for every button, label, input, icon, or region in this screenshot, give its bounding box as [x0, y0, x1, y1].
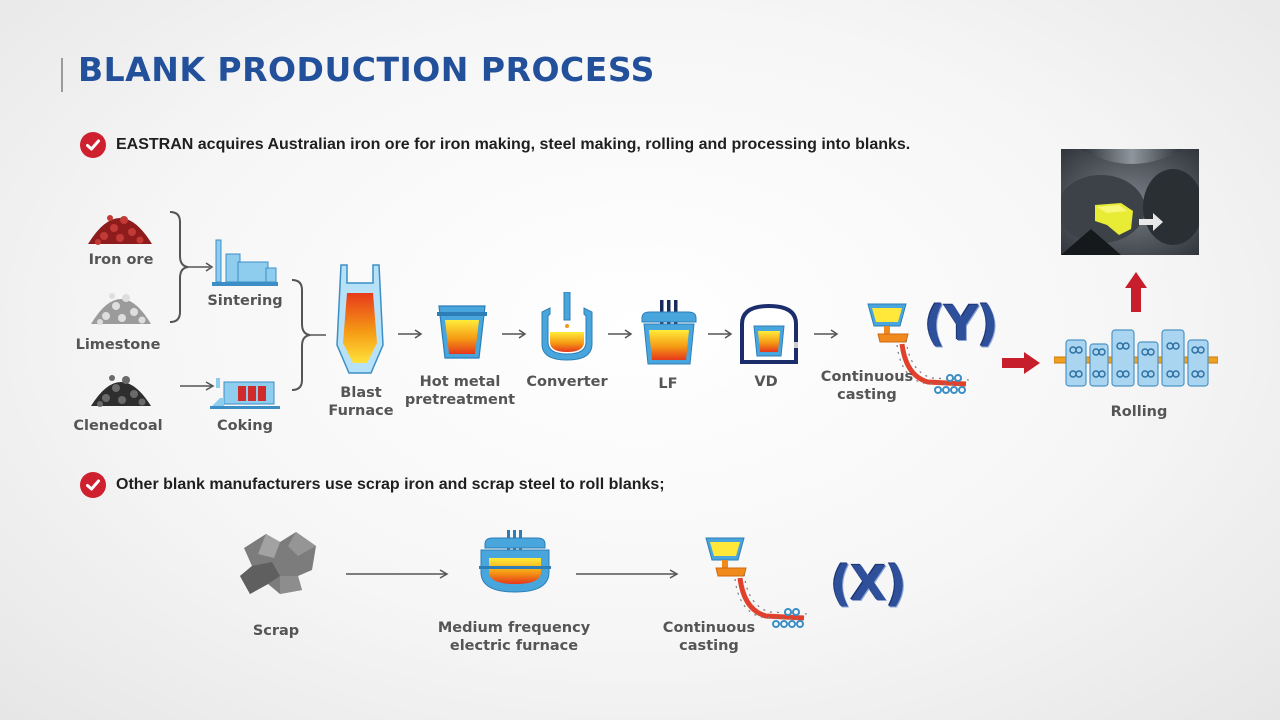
label-cc-top-line1: Continuous: [820, 369, 914, 385]
continuous-casting-icon: [867, 303, 971, 394]
label-electric-furnace-line2: electric furnace: [449, 638, 579, 654]
electric-furnace-icon: [479, 530, 551, 593]
label-electric-furnace-line1: Medium frequency: [437, 620, 591, 636]
label-sintering: Sintering: [207, 293, 283, 309]
coal-icon: [91, 375, 151, 407]
bullet-text: EASTRAN acquires Australian iron ore for…: [116, 136, 911, 153]
bullet-eastran: EASTRAN acquires Australian iron ore for…: [80, 132, 910, 158]
iron-ore-icon: [88, 215, 152, 245]
title-accent-bar: [61, 58, 63, 92]
coking-oven-icon: [210, 378, 280, 409]
bullet-text: Other blank manufacturers use scrap iron…: [116, 476, 665, 493]
label-lf: LF: [658, 376, 678, 392]
check-icon: [80, 472, 106, 498]
process-arrows-bottom: [346, 569, 679, 579]
label-blast-furnace-line2: Furnace: [328, 403, 394, 419]
label-cc-bottom-line1: Continuous: [662, 620, 756, 636]
label-clenedcoal: Clenedcoal: [73, 418, 163, 434]
label-hot-metal-line1: Hot metal: [419, 374, 501, 390]
label-cc-top-line2: casting: [837, 387, 897, 403]
red-arrow-right: [1002, 352, 1040, 374]
rolling-photo: [1061, 149, 1199, 255]
bullet-other-manufacturers: Other blank manufacturers use scrap iron…: [80, 472, 665, 498]
blast-furnace-icon: [336, 264, 384, 374]
label-vd: VD: [754, 374, 778, 390]
route-label-x: (X): [830, 556, 907, 612]
sintering-plant-icon: [212, 239, 278, 286]
red-arrow-up: [1125, 272, 1147, 312]
label-blast-furnace: Blast Furnace: [328, 384, 393, 420]
label-continuous-casting-bottom: Continuous casting: [663, 619, 755, 655]
label-hot-metal-line2: pretreatment: [404, 392, 516, 408]
ladle-furnace-icon: [641, 300, 697, 365]
label-blast-furnace-line1: Blast: [340, 385, 382, 401]
converter-icon: [541, 292, 593, 361]
raw-material-connectors: [169, 211, 326, 391]
page-title: BLANK PRODUCTION PROCESS: [78, 50, 655, 89]
label-coking: Coking: [217, 418, 273, 434]
check-icon: [80, 132, 106, 158]
route-label-y: (Y): [924, 296, 999, 352]
label-continuous-casting-top: Continuous casting: [821, 368, 913, 404]
scrap-icon: [240, 532, 316, 594]
process-arrows-top: [398, 329, 839, 339]
limestone-icon: [91, 293, 151, 325]
label-iron-ore: Iron ore: [88, 252, 154, 268]
label-hot-metal-pretreatment: Hot metal pretreatment: [405, 373, 515, 409]
vacuum-degassing-icon: [740, 304, 798, 364]
label-cc-bottom-line2: casting: [679, 638, 739, 654]
continuous-casting-icon-bottom: [705, 537, 809, 628]
label-electric-furnace: Medium frequency electric furnace: [438, 619, 590, 655]
label-limestone: Limestone: [75, 337, 161, 353]
label-scrap: Scrap: [252, 623, 300, 639]
label-rolling: Rolling: [1110, 404, 1168, 420]
rolling-mill-icon: [1054, 329, 1218, 387]
hot-metal-ladle-icon: [437, 305, 487, 359]
label-converter: Converter: [526, 374, 608, 390]
